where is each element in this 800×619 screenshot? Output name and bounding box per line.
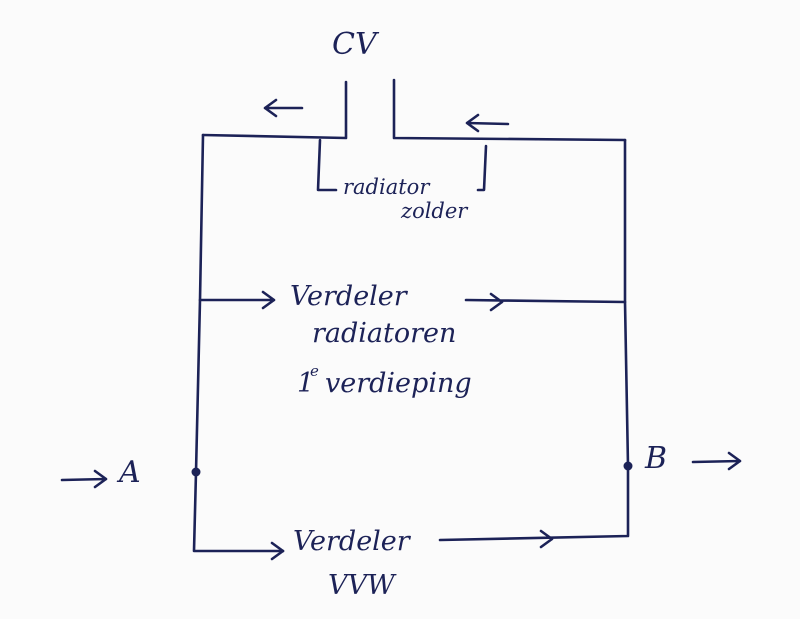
node-b-label: B bbox=[644, 441, 667, 476]
radiator-zolder-box bbox=[316, 138, 488, 192]
node-b-dot bbox=[623, 461, 633, 471]
arrow-bottom-left bbox=[270, 541, 285, 561]
cv-right-pipe bbox=[392, 78, 627, 142]
branch-radiatoren-right bbox=[464, 292, 627, 312]
verdeler-radiatoren-label-2: radiatoren bbox=[312, 318, 456, 349]
radiator-zolder-label-1: radiator bbox=[343, 175, 431, 199]
left-main-line bbox=[192, 133, 285, 553]
cv-left-pipe bbox=[201, 80, 348, 140]
verdeler-radiatoren-label-3-sup: e bbox=[310, 362, 319, 380]
verdeler-vvw-label-2: VVW bbox=[328, 570, 397, 601]
node-a-dot bbox=[191, 467, 201, 477]
arrow-left-top bbox=[263, 98, 304, 118]
title-cv: CV bbox=[332, 27, 380, 62]
branch-radiatoren-left bbox=[198, 290, 276, 310]
verdeler-radiatoren-label-3-num: 1 bbox=[297, 368, 314, 399]
verdeler-vvw-label-1: Verdeler bbox=[293, 526, 412, 557]
node-a-label: A bbox=[116, 455, 141, 490]
arrow-bottom-right bbox=[539, 529, 554, 549]
arrow-out-of-b bbox=[691, 451, 742, 471]
verdeler-radiatoren-label-3-text: verdieping bbox=[325, 368, 472, 399]
right-main-line bbox=[438, 138, 630, 542]
arrow-left-top-right bbox=[465, 113, 510, 133]
verdeler-radiatoren-label-1: Verdeler bbox=[290, 281, 409, 312]
arrow-into-a bbox=[60, 469, 108, 489]
radiator-zolder-label-2: zolder bbox=[400, 199, 469, 223]
